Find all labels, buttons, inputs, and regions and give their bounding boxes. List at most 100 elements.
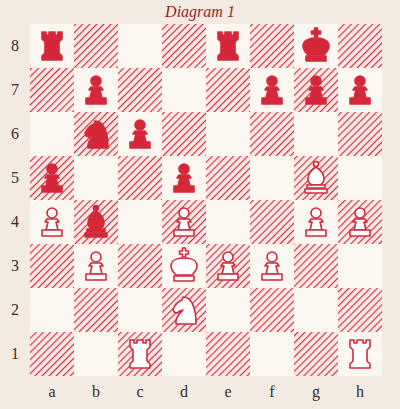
file-label: g — [312, 384, 320, 400]
file-label: b — [92, 384, 100, 400]
rank-label: 3 — [11, 258, 19, 274]
board-square — [118, 200, 162, 244]
board-square — [294, 112, 338, 156]
white-pawn — [174, 208, 194, 236]
board-square — [294, 156, 338, 200]
board-square — [118, 332, 162, 376]
black-pawn — [130, 120, 150, 148]
board-square — [74, 112, 118, 156]
white-rook — [350, 340, 370, 368]
file-label-box: d — [180, 383, 188, 401]
board-square — [250, 112, 294, 156]
white-rook — [130, 340, 150, 368]
black-pawn — [86, 76, 106, 104]
board-square — [162, 24, 206, 68]
rank-label: 6 — [11, 126, 19, 142]
rank-label-box: 1 — [11, 345, 19, 363]
rank-label: 2 — [11, 302, 19, 318]
board-square — [74, 200, 118, 244]
board-square — [338, 112, 382, 156]
board-square — [206, 24, 250, 68]
board-square — [294, 200, 338, 244]
black-rook — [42, 32, 62, 60]
board-square — [294, 24, 338, 68]
rank-label-box: 2 — [11, 301, 19, 319]
board-square — [206, 200, 250, 244]
board-square — [74, 68, 118, 112]
board-square — [338, 156, 382, 200]
board-square — [162, 112, 206, 156]
board-square — [118, 156, 162, 200]
white-pawn — [42, 208, 62, 236]
board-square — [206, 332, 250, 376]
rank-label-box: 4 — [11, 213, 19, 231]
board-square — [294, 288, 338, 332]
file-label-box: g — [312, 383, 320, 401]
board-square — [30, 156, 74, 200]
board-square — [162, 156, 206, 200]
board-square — [250, 200, 294, 244]
board-square — [206, 288, 250, 332]
board-square — [206, 244, 250, 288]
board-square — [250, 24, 294, 68]
rank-label: 5 — [11, 170, 19, 186]
board-square — [250, 288, 294, 332]
board-square — [250, 244, 294, 288]
board-square — [30, 24, 74, 68]
board-square — [74, 156, 118, 200]
file-label-box: c — [136, 383, 143, 401]
black-pawn — [42, 164, 62, 192]
board-square — [118, 244, 162, 288]
file-label-box: b — [92, 383, 100, 401]
board-square — [118, 24, 162, 68]
diagram-title-box: Diagram 1 — [165, 3, 235, 21]
file-label: a — [48, 384, 55, 400]
board-square — [338, 200, 382, 244]
white-bishop — [305, 162, 327, 194]
rank-label-box: 5 — [11, 169, 19, 187]
rank-label: 4 — [11, 214, 19, 230]
board-square — [250, 68, 294, 112]
black-pawn — [174, 164, 194, 192]
board-square — [162, 244, 206, 288]
board-square — [30, 200, 74, 244]
file-label: c — [136, 384, 143, 400]
white-pawn — [306, 208, 326, 236]
board-square — [74, 24, 118, 68]
file-label-box: h — [356, 383, 364, 401]
white-pawn — [262, 252, 282, 280]
board-square — [294, 68, 338, 112]
board-square — [30, 332, 74, 376]
board-square — [206, 68, 250, 112]
black-king — [303, 28, 329, 61]
board-square — [30, 288, 74, 332]
white-knight — [173, 297, 196, 324]
black-pawn — [350, 76, 370, 104]
board-square — [162, 200, 206, 244]
board-square — [250, 332, 294, 376]
rank-label: 7 — [11, 82, 19, 98]
diagram-title: Diagram 1 — [165, 4, 235, 20]
board-square — [162, 68, 206, 112]
rank-label-box: 7 — [11, 81, 19, 99]
rank-label-box: 3 — [11, 257, 19, 275]
file-label: h — [356, 384, 364, 400]
rank-label: 8 — [11, 38, 19, 54]
file-label: e — [224, 384, 231, 400]
file-label-box: e — [224, 383, 231, 401]
file-label: d — [180, 384, 188, 400]
black-rook — [218, 32, 238, 60]
board-square — [206, 112, 250, 156]
board-square — [118, 68, 162, 112]
board-square — [338, 288, 382, 332]
board-square — [30, 244, 74, 288]
black-bishop — [85, 206, 107, 238]
board-square — [162, 288, 206, 332]
black-pawn — [262, 76, 282, 104]
black-pawn — [306, 76, 326, 104]
board-square — [338, 68, 382, 112]
board-square — [338, 244, 382, 288]
rank-label: 1 — [11, 346, 19, 362]
board-square — [118, 112, 162, 156]
rank-label-box: 8 — [11, 37, 19, 55]
